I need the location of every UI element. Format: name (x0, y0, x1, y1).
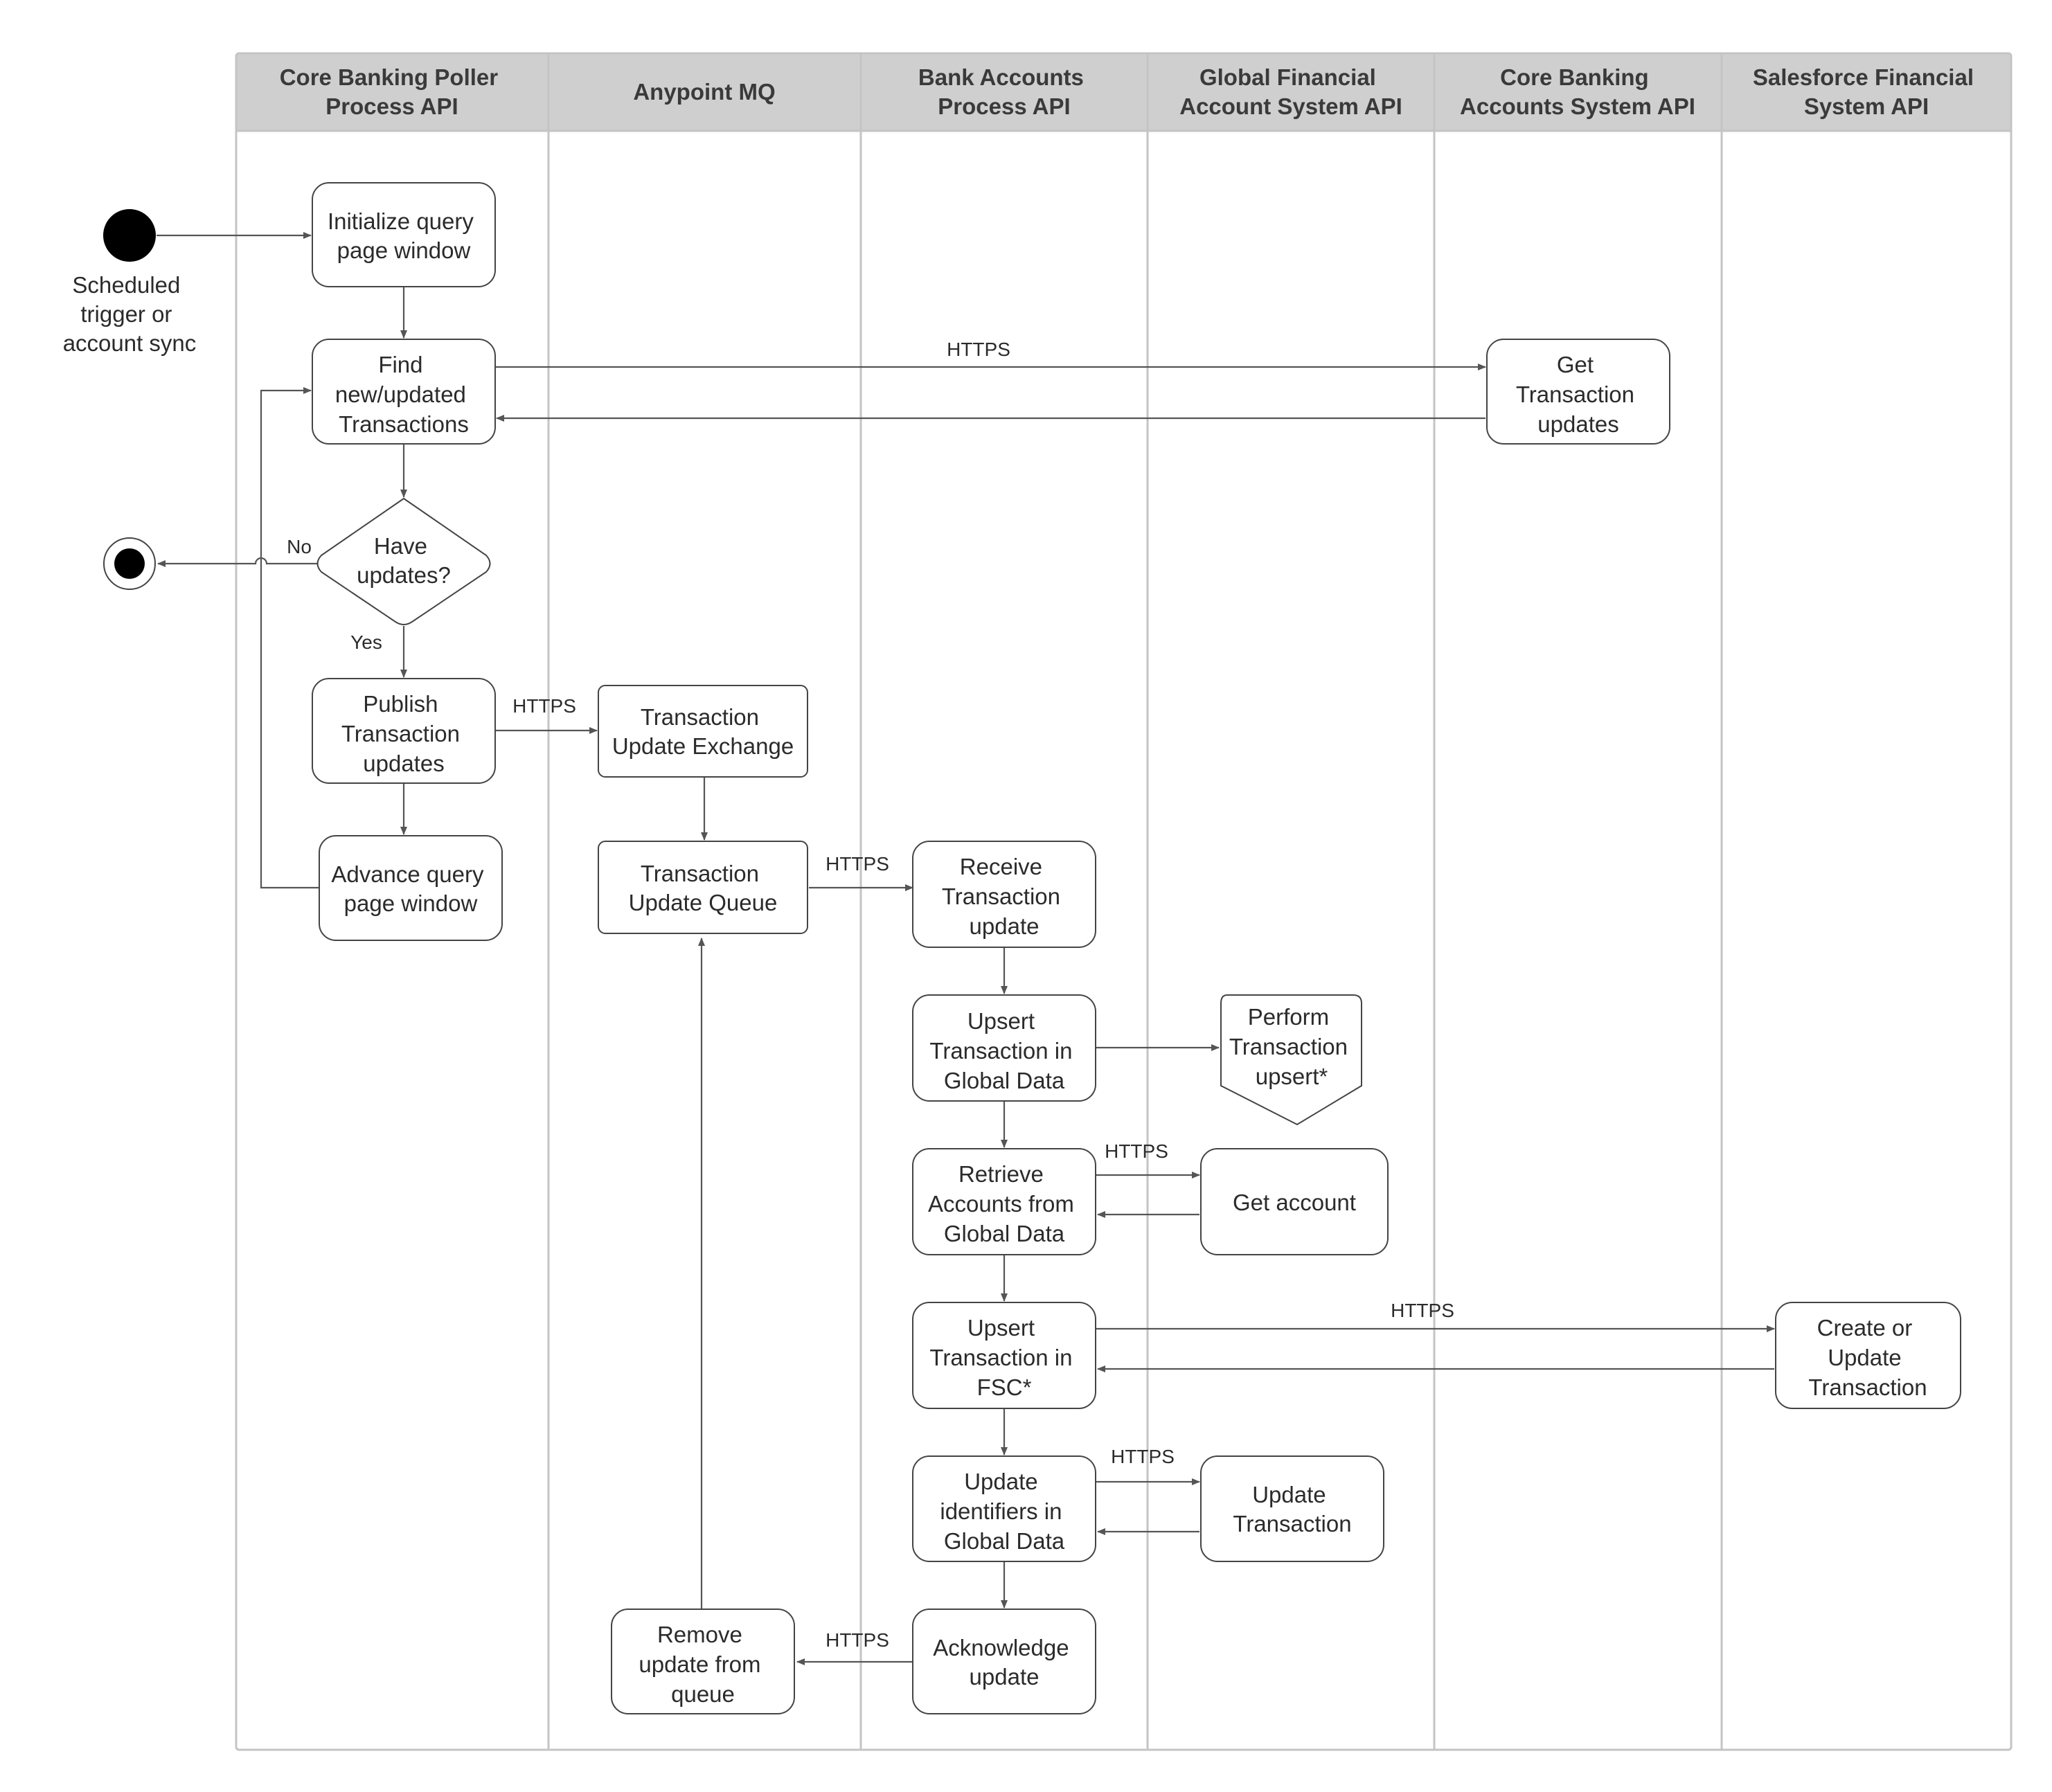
node-remove-update-from-queue: Remove update from queue (611, 1609, 795, 1714)
edges (157, 232, 1775, 1665)
svg-text:Perform Transaction: Perform Transaction upsert* (1229, 1004, 1354, 1089)
svg-text:Upsert Transaction in: Upsert Transaction in FSC* (929, 1315, 1078, 1400)
label-https: HTTPS (826, 1629, 889, 1651)
lane-title-salesforce-financial: Salesforce Financial System API (1753, 64, 1980, 119)
svg-text:Upsert Transaction in: Upsert Transaction in Global Data (929, 1008, 1078, 1093)
label-https: HTTPS (826, 853, 889, 875)
svg-text:Advance query page win: Advance query page window (331, 861, 490, 916)
node-have-updates-decision: Have updates? (316, 497, 491, 625)
lane-title-core-banking-accounts: Core Banking Accounts System API (1460, 64, 1695, 119)
label-https: HTTPS (947, 339, 1010, 360)
node-update-identifiers-in-global-data: Update identifiers in Global Data (912, 1455, 1096, 1562)
label-yes: Yes (350, 631, 382, 653)
end-node (103, 537, 156, 590)
svg-text:Initialize query page: Initialize query page window (328, 208, 480, 263)
svg-text:Get account: Get account (1233, 1190, 1356, 1215)
svg-text:Acknowledge update: Acknowledge update (933, 1635, 1075, 1690)
node-advance-query-page-window: Advance query page window (319, 835, 503, 941)
label-no: No (287, 536, 312, 557)
lane-title-bank-accounts: Bank Accounts Process API (918, 64, 1090, 119)
start-circle (103, 209, 156, 262)
node-acknowledge-update: Acknowledge update (912, 1609, 1096, 1714)
node-find-new-updated-transactions: Find new/updated Transactions (312, 339, 496, 445)
edge-decision-no (157, 557, 321, 567)
svg-text:Retrieve Accounts from: Retrieve Accounts from Global Data (928, 1161, 1080, 1246)
svg-text:Create or Update: Create or Update Transaction (1808, 1315, 1927, 1400)
lane-title-anypoint-mq: Anypoint MQ (633, 79, 775, 105)
svg-text:Update identifiers in: Update identifiers in Global Data (940, 1469, 1068, 1554)
start-node: Scheduled trigger or account sync (63, 209, 197, 356)
svg-text:Transaction Update Que: Transaction Update Queue (629, 861, 778, 915)
svg-text:Get Transaction: Get Transaction updates (1516, 352, 1641, 437)
node-retrieve-accounts-from-global-data: Retrieve Accounts from Global Data (912, 1148, 1096, 1255)
svg-text:Remove update from: Remove update from queue (639, 1622, 767, 1707)
node-perform-transaction-upsert: Perform Transaction upsert* (1220, 994, 1362, 1126)
node-receive-transaction-update: Receive Transaction update (912, 841, 1096, 948)
node-initialize-query-page-window: Initialize query page window (312, 182, 496, 287)
node-publish-transaction-updates: Publish Transaction updates (312, 678, 496, 784)
label-https: HTTPS (1391, 1300, 1454, 1321)
lane-header-band (236, 53, 2011, 131)
svg-text:Receive Transaction: Receive Transaction update (942, 854, 1067, 939)
lane-frame (235, 52, 2013, 1751)
start-label: Scheduled trigger or account sync (63, 272, 197, 356)
edge-labels: HTTPS No Yes HTTPS HTTPS HTTPS HTTPS HTT… (287, 339, 1454, 1651)
label-https: HTTPS (1111, 1446, 1175, 1467)
svg-text:Update Transaction: Update Transaction (1233, 1482, 1351, 1536)
node-transaction-update-queue: Transaction Update Queue (598, 841, 808, 934)
lane-title-global-financial: Global Financial Account System API (1179, 64, 1402, 119)
node-update-transaction: Update Transaction (1200, 1455, 1384, 1562)
swimlanes: Core Banking Poller Process API Anypoint… (235, 52, 2013, 1751)
node-upsert-transaction-in-global-data: Upsert Transaction in Global Data (912, 994, 1096, 1102)
node-transaction-update-exchange: Transaction Update Exchange (598, 685, 808, 778)
end-circle-inner (114, 548, 145, 579)
label-https: HTTPS (512, 695, 576, 717)
label-https: HTTPS (1105, 1140, 1168, 1162)
svg-text:Have updates?: Have updates? (357, 533, 451, 588)
nodes: Initialize query page window Find new/up… (312, 182, 1961, 1714)
svg-text:Transaction Update Exc: Transaction Update Exchange (612, 704, 794, 759)
node-get-account: Get account (1200, 1148, 1389, 1255)
lane-title-core-banking-poller: Core Banking Poller Process API (280, 64, 505, 119)
svg-text:Find new/updated: Find new/updated Transactions (335, 352, 472, 437)
edge-advance-loop-to-find (260, 387, 319, 889)
node-get-transaction-updates: Get Transaction updates (1486, 339, 1670, 445)
svg-text:Publish Transaction: Publish Transaction updates (341, 691, 466, 776)
node-create-or-update-transaction: Create or Update Transaction (1775, 1302, 1961, 1409)
node-upsert-transaction-in-fsc: Upsert Transaction in FSC* (912, 1302, 1096, 1409)
